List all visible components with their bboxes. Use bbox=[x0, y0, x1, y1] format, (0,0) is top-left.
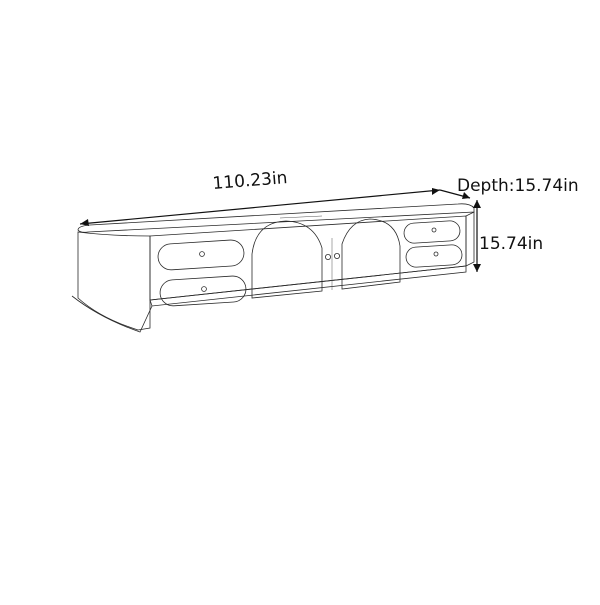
top-surface bbox=[77, 203, 475, 233]
height-arrow-bottom bbox=[473, 264, 481, 272]
width-dimension-line bbox=[79, 189, 441, 225]
knob-left-bottom bbox=[201, 286, 207, 292]
width-arrow-right bbox=[432, 188, 440, 195]
right-end bbox=[465, 211, 475, 267]
drawer-right-top bbox=[403, 220, 461, 244]
knob-right-top bbox=[431, 227, 437, 233]
door-knob-left bbox=[324, 253, 331, 260]
drawer-left-bottom bbox=[159, 275, 247, 307]
knob-left-top bbox=[199, 251, 205, 257]
depth-arrow-right bbox=[462, 192, 470, 199]
height-arrow-top bbox=[473, 200, 481, 208]
front-face bbox=[149, 215, 467, 301]
door-right bbox=[341, 218, 401, 290]
drawer-left-top bbox=[157, 239, 245, 271]
left-fluted-end bbox=[77, 231, 151, 331]
knob-right-bottom bbox=[433, 251, 439, 257]
height-label: 15.74in bbox=[479, 234, 544, 254]
plinth bbox=[149, 265, 467, 307]
depth-label: Depth:15.74in bbox=[457, 176, 579, 196]
top-seam bbox=[279, 215, 323, 219]
door-knob-right bbox=[333, 252, 340, 259]
drawer-right-bottom bbox=[405, 244, 463, 268]
width-arrow-left bbox=[80, 219, 89, 226]
door-left bbox=[251, 220, 323, 299]
left-base bbox=[71, 295, 153, 333]
